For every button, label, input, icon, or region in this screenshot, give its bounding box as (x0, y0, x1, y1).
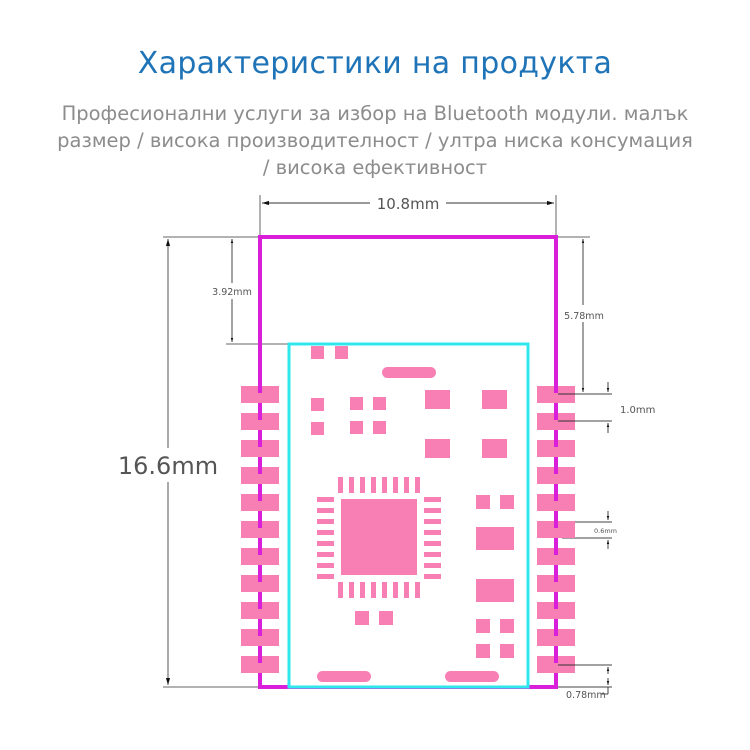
pin-gap-label: 0.6mm (594, 527, 617, 535)
height-dimension: 16.6mm (115, 236, 260, 688)
subtitle-line-2: размер / висока производителност / ултра… (57, 129, 693, 152)
qfn-chip (317, 477, 441, 598)
first-pin-label: 5.78mm (564, 311, 604, 322)
width-dimension: 10.8mm (259, 193, 557, 236)
pin-pitch-label: 1.0mm (620, 405, 655, 416)
subtitle-line-1: Професионални услуги за избор на Bluetoo… (61, 102, 689, 125)
left-pads (241, 386, 279, 673)
first-pin-dimension: 5.78mm (556, 236, 604, 392)
height-label: 16.6mm (118, 452, 218, 480)
bottom-pin-label: 0.78mm (566, 690, 606, 701)
right-pads (537, 386, 575, 673)
components (311, 346, 514, 682)
width-label: 10.8mm (377, 195, 440, 213)
page-subtitle: Професионални услуги за избор на Bluetoo… (20, 100, 730, 181)
page-title: Характеристики на продукта (137, 46, 613, 81)
subtitle-line-3: / висока ефективност (262, 156, 488, 179)
top-offset-label: 3.92mm (212, 287, 252, 298)
top-offset-dimension: 3.92mm (212, 239, 290, 345)
